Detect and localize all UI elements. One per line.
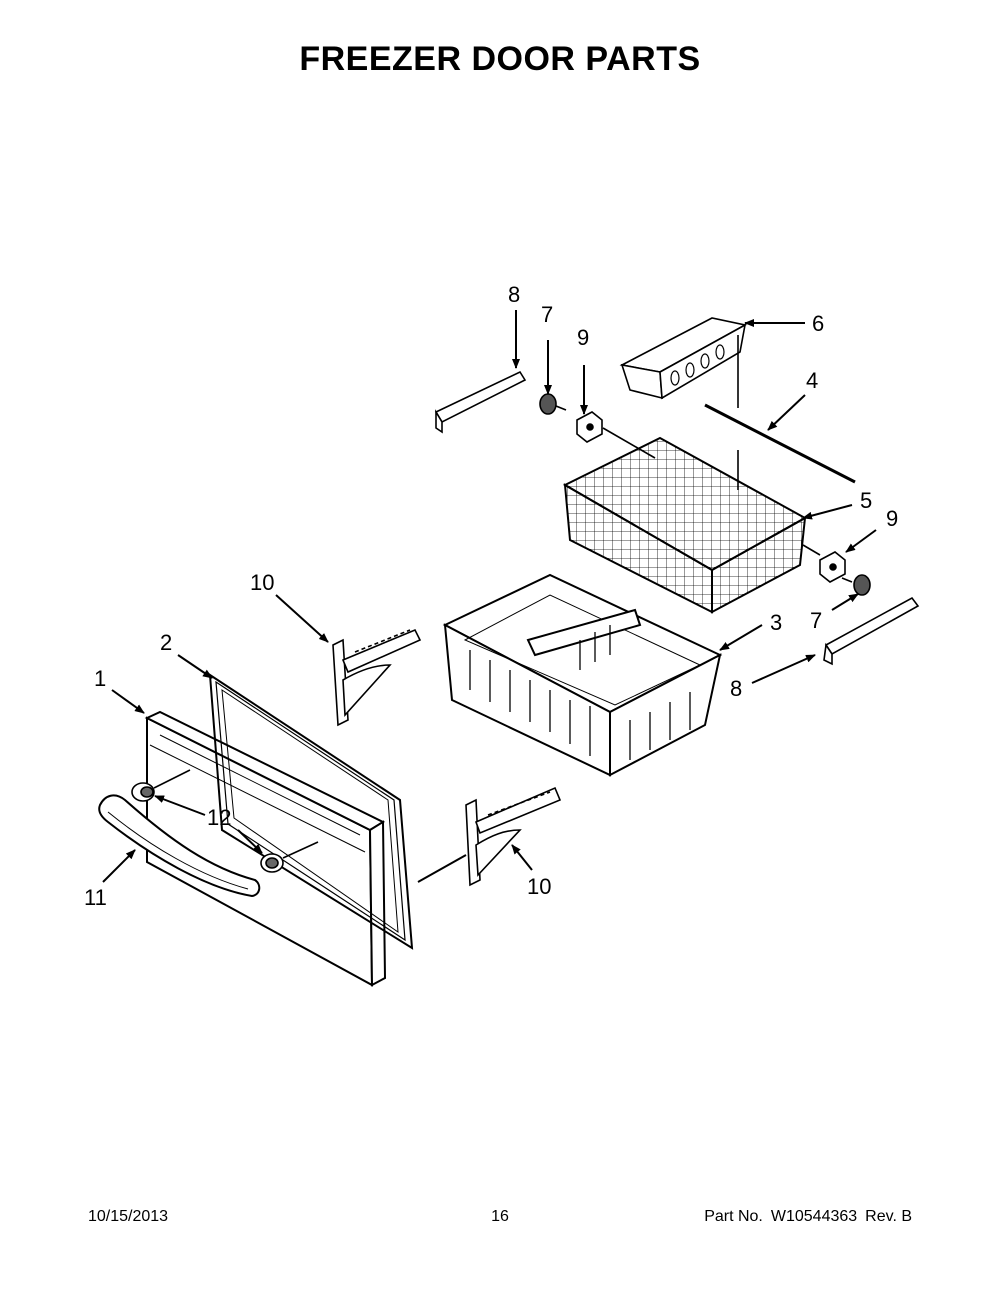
mount-block-part-upper — [576, 411, 603, 443]
footer-part-number: Part No. W10544363 Rev. B — [696, 1208, 912, 1226]
callout-9a: 9 — [577, 325, 589, 350]
footer-part-number-value: W10544363 — [770, 1208, 858, 1225]
callout-1: 1 — [94, 666, 106, 691]
callout-5: 5 — [860, 488, 872, 513]
leader-arrow-12b — [237, 829, 263, 854]
callout-11: 11 — [84, 885, 107, 910]
gear-part-upper — [539, 393, 567, 415]
callout-10b: 10 — [527, 874, 551, 899]
page-title: FREEZER DOOR PARTS — [299, 40, 701, 78]
leader-arrow-11 — [102, 849, 136, 883]
footer-revision: Rev. B — [865, 1208, 912, 1225]
wire-basket-part — [562, 436, 808, 614]
leader-arrow-2 — [177, 654, 213, 679]
leader-arrow-5 — [802, 504, 853, 520]
slide-bracket-part-upper — [332, 628, 422, 727]
mount-block-guide-line-lower — [802, 544, 821, 556]
callout-2: 2 — [160, 630, 172, 655]
leader-arrow-4 — [767, 394, 806, 431]
mount-block-part-lower — [819, 551, 846, 583]
leader-arrow-9b — [845, 529, 877, 553]
callout-3: 3 — [770, 610, 782, 635]
slide-rail-part-lower — [823, 596, 920, 666]
callout-12: 12 — [207, 805, 231, 830]
callout-8a: 8 — [508, 282, 520, 307]
leader-arrow-10a — [275, 594, 329, 643]
door-bracket-connector-line — [417, 854, 467, 883]
leader-arrow-12a — [154, 795, 206, 816]
gear-part-lower — [841, 574, 871, 596]
callout-7b: 7 — [810, 608, 822, 633]
slide-rail-part-upper — [434, 370, 527, 434]
freezer-bin-part — [442, 573, 723, 777]
slide-bracket-part-lower — [465, 786, 562, 887]
callout-6: 6 — [812, 311, 824, 336]
door-handle-part — [98, 794, 261, 898]
door-gasket-part — [208, 673, 414, 950]
callout-8b: 8 — [730, 676, 742, 701]
callout-7a: 7 — [541, 302, 553, 327]
leader-arrow-10b — [511, 844, 533, 871]
callout-4: 4 — [806, 368, 818, 393]
leader-arrow-8b — [751, 654, 816, 684]
mount-block-guide-line-upper — [602, 427, 656, 459]
footer-page-number: 16 — [491, 1208, 509, 1225]
basket-divider-part — [619, 317, 748, 400]
leader-arrow-7b — [831, 593, 859, 611]
footer-date: 10/15/2013 — [88, 1208, 169, 1225]
leader-arrow-1 — [111, 689, 145, 714]
callout-labels: 1 2 3 4 5 6 7 7 8 8 9 9 10 10 11 12 — [84, 282, 898, 910]
callout-10a: 10 — [250, 570, 274, 595]
handle-stud-part-upper — [131, 769, 191, 802]
leader-arrows — [102, 310, 877, 883]
basket-rod-part — [704, 403, 856, 484]
leader-arrow-3 — [719, 624, 763, 651]
handle-stud-part-lower — [260, 841, 319, 873]
callout-9b: 9 — [886, 506, 898, 531]
footer-part-label: Part No. — [704, 1208, 763, 1225]
